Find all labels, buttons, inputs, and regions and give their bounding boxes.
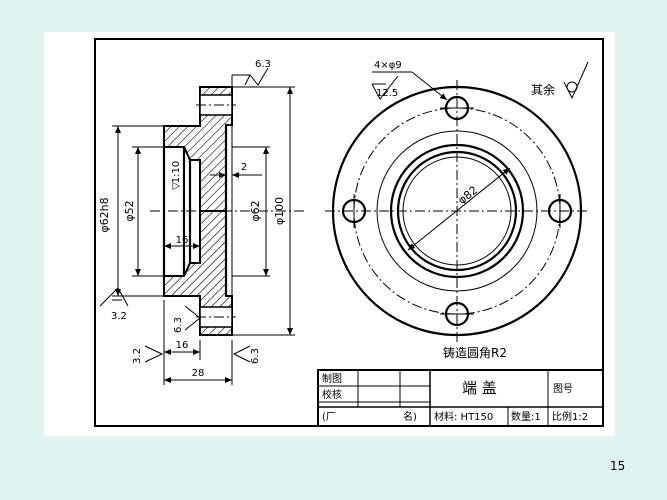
roughness-left: 3.2: [111, 311, 127, 322]
dim-62: φ62: [249, 200, 262, 221]
section-view: φ62h8 φ52 ▽ 1:10 16 2 φ62 φ100 6.3: [98, 59, 305, 385]
casting-note: 铸造圆角R2: [443, 345, 507, 360]
tb-name: 名): [403, 410, 417, 423]
tb-drawing-no: 图号: [553, 383, 573, 395]
front-view: φ82 4×φ9 12.5 其余 铸造圆角R2: [325, 60, 590, 360]
dim-100: φ100: [273, 197, 286, 225]
hole-roughness: 12.5: [376, 88, 398, 99]
dim-62h8: φ62h8: [98, 197, 111, 232]
roughness-bottom-left: 3.2: [132, 348, 143, 364]
tb-material: 材料: HT150: [434, 410, 493, 423]
dim-16-inner: 16: [176, 235, 189, 246]
dim-28: 28: [192, 368, 205, 379]
remaining-roughness-label: 其余: [531, 82, 555, 97]
dim-2: 2: [241, 162, 247, 173]
title-block: 制图 校核 (厂 名) 端 盖 图号 材料: HT150 数量:1 比例1:2: [317, 369, 604, 427]
tb-drawn: 制图: [322, 372, 342, 385]
tb-quantity: 数量:1: [511, 410, 541, 423]
dim-52: φ52: [123, 200, 136, 221]
roughness-flange: 6.3: [173, 317, 184, 333]
tb-factory: (厂: [322, 412, 336, 423]
dim-16-bottom: 16: [176, 340, 189, 351]
tb-checked: 校核: [322, 388, 342, 401]
roughness-bottom-right: 6.3: [250, 348, 261, 364]
tb-scale: 比例1:2: [552, 410, 588, 423]
page-number: 15: [610, 459, 626, 473]
taper-symbol: ▽: [171, 182, 182, 190]
tb-part-name: 端 盖: [462, 379, 497, 397]
roughness-top: 6.3: [255, 59, 271, 70]
taper-label: 1:10: [171, 161, 182, 183]
hole-callout: 4×φ9: [374, 60, 402, 71]
